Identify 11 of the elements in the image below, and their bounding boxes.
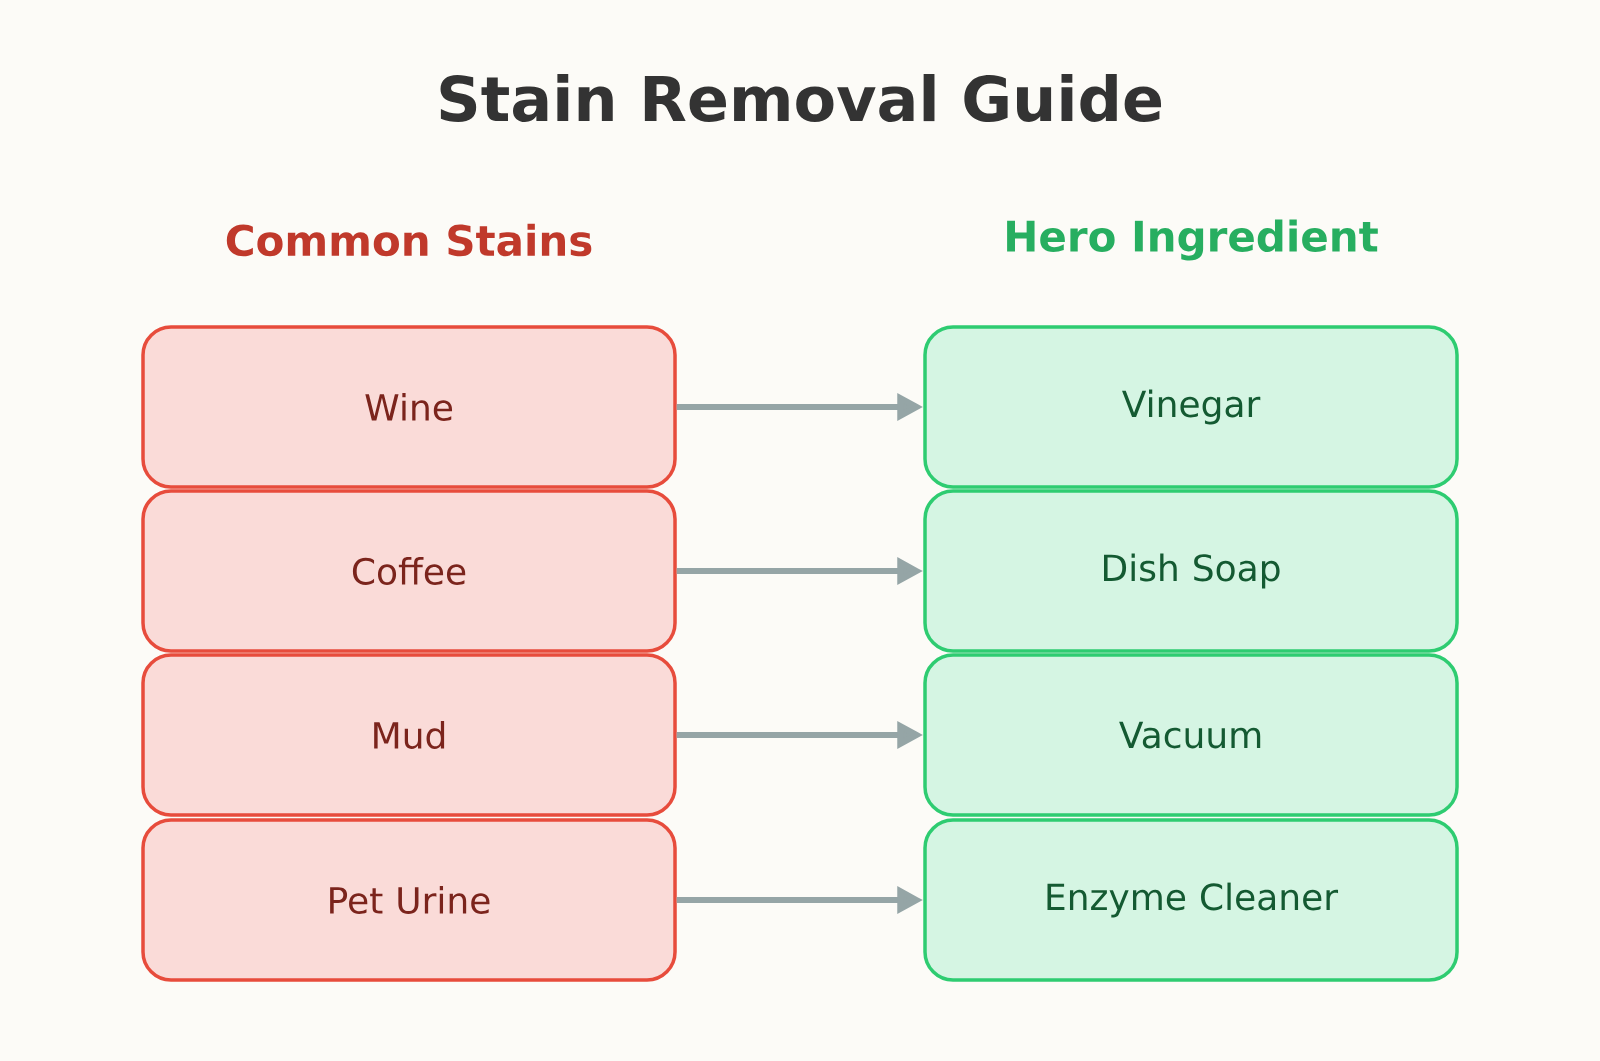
column-heading: Common Stains bbox=[226, 223, 592, 257]
title: Stain Removal Guide bbox=[440, 74, 1161, 122]
column-heading: Hero Ingredient bbox=[1007, 219, 1378, 261]
item-box: Wine bbox=[141, 325, 677, 489]
item-box: Enzyme Cleaner bbox=[923, 818, 1459, 982]
item-box: Vinegar bbox=[923, 325, 1459, 489]
item-box: Vacuum bbox=[923, 653, 1459, 817]
item-box: Pet Urine bbox=[141, 818, 677, 982]
item-box: Coffee bbox=[141, 489, 677, 653]
item-box: Dish Soap bbox=[923, 489, 1459, 653]
item-box: Mud bbox=[141, 653, 677, 817]
